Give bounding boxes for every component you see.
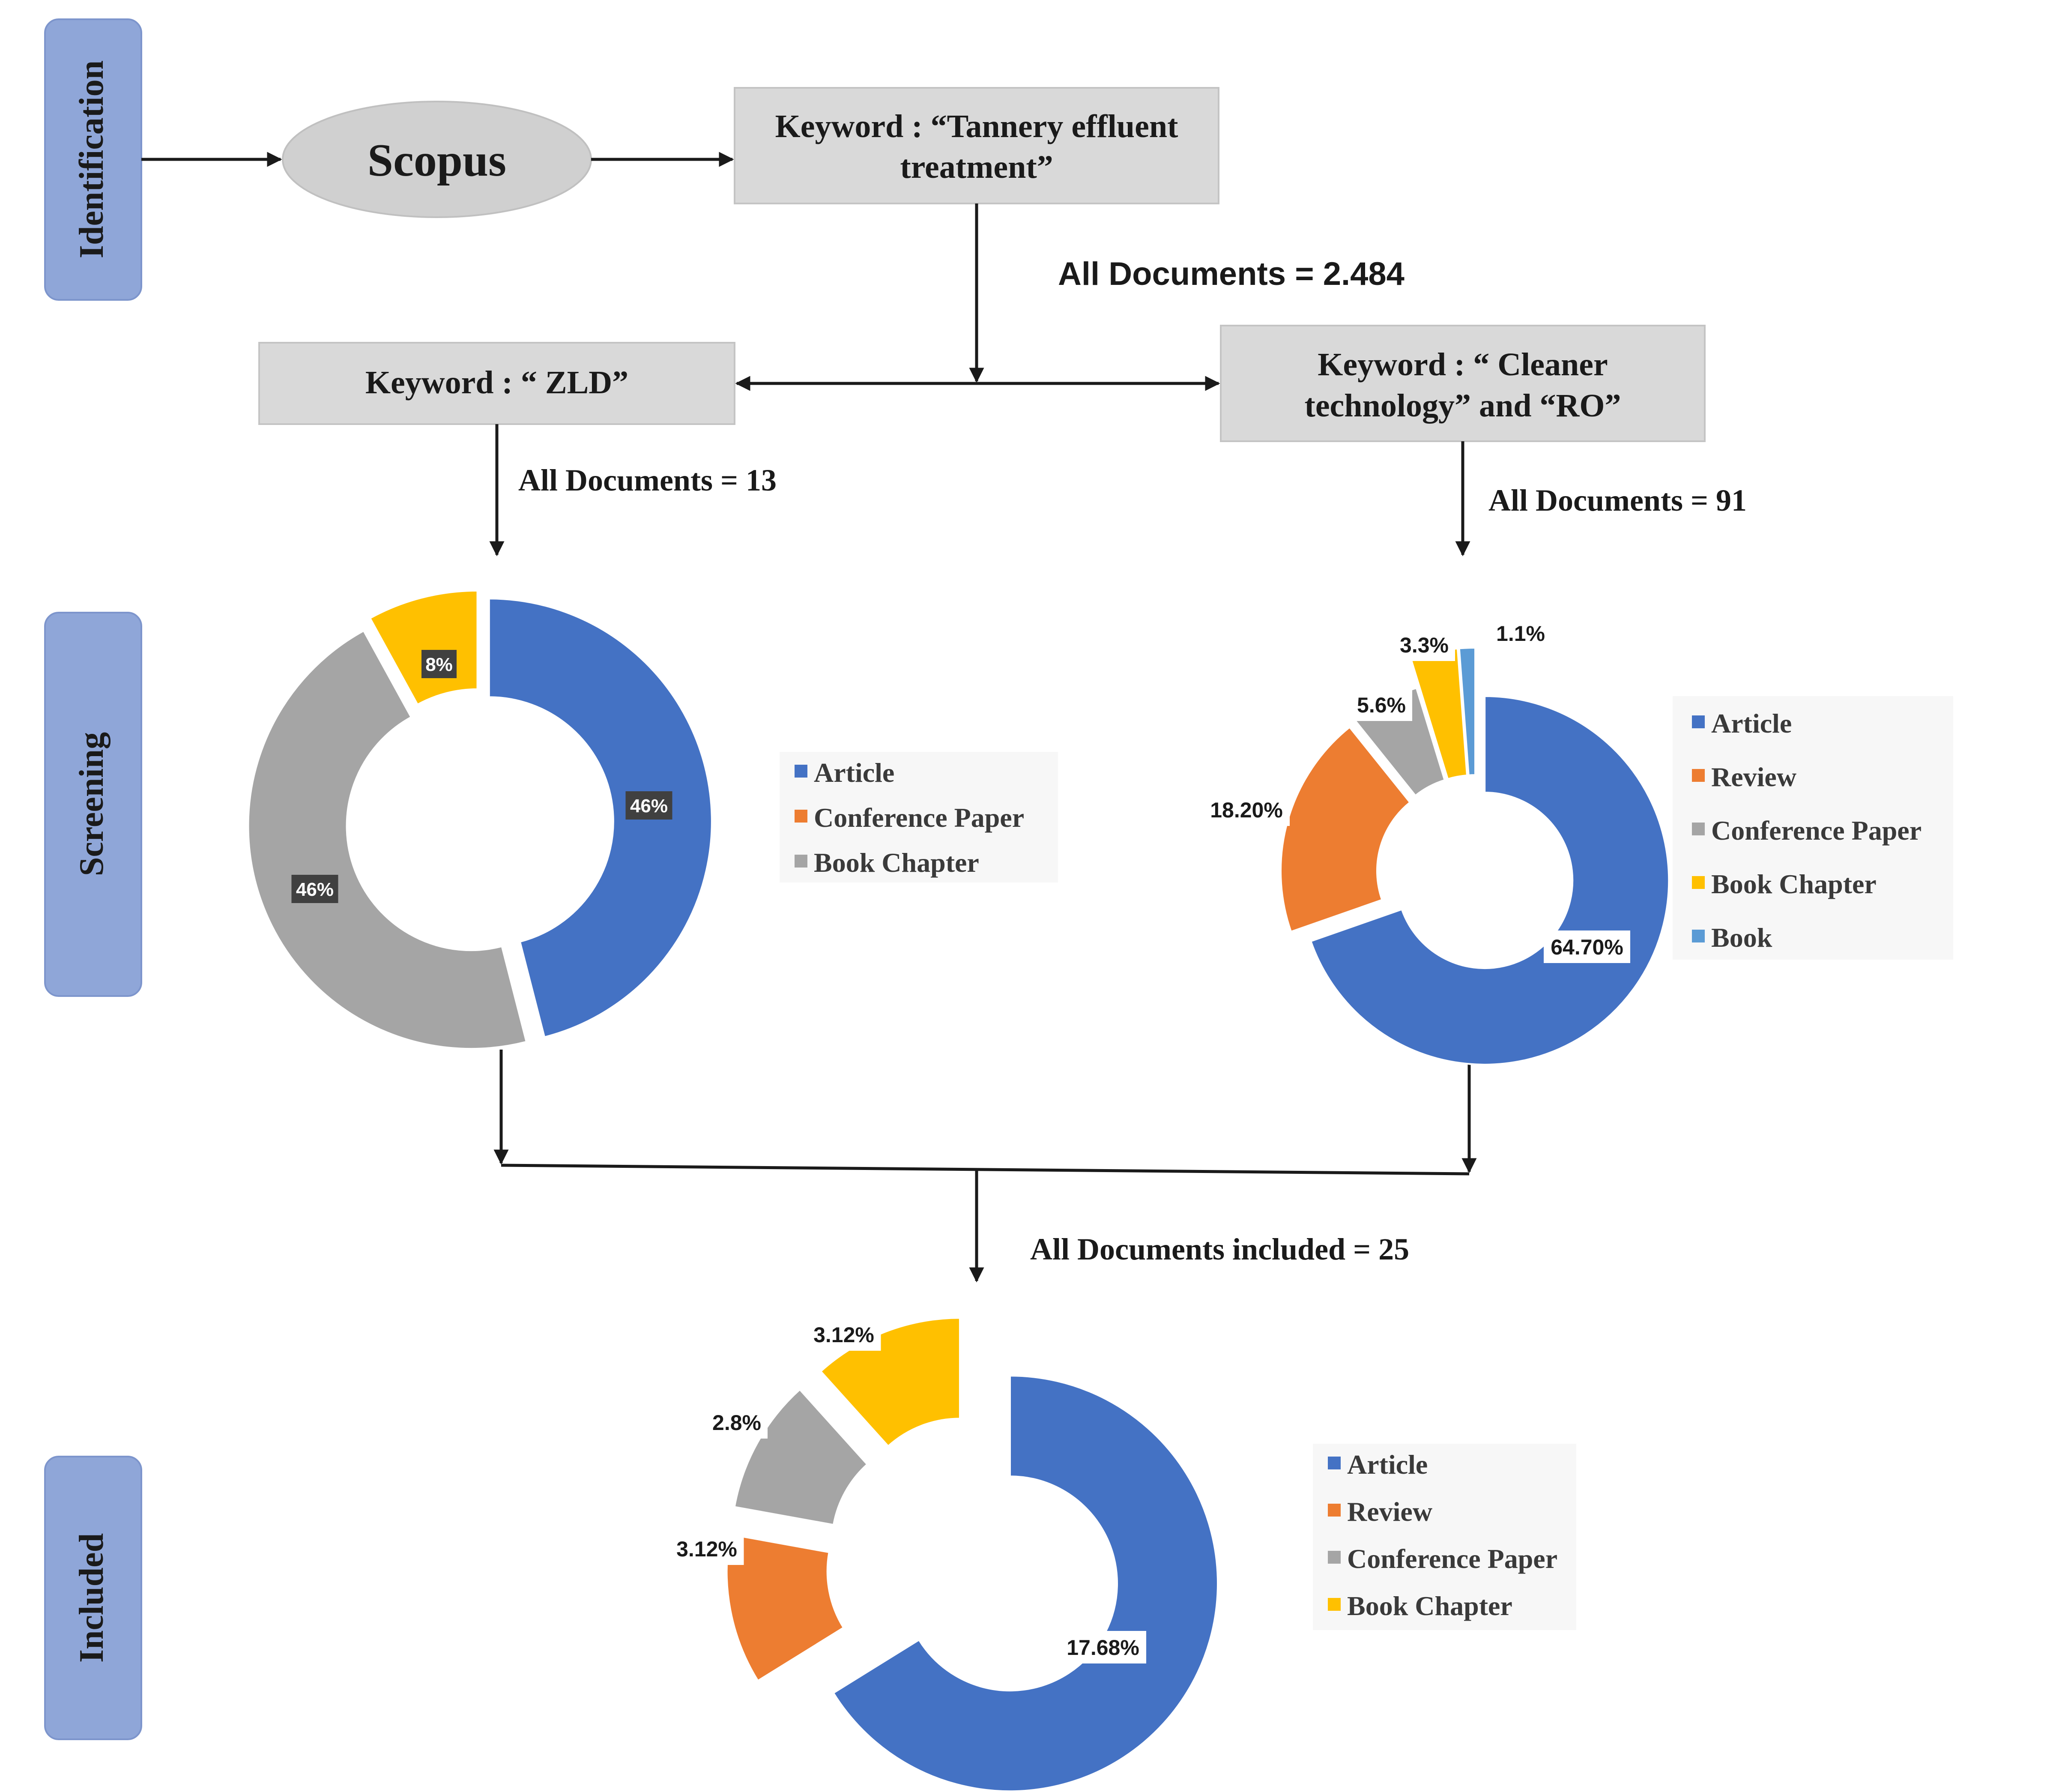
- slice-article: [832, 1375, 1219, 1792]
- data-label-conference-paper: 46%: [296, 879, 334, 900]
- legend-cleaner-swatch-book: [1692, 930, 1705, 942]
- data-label-box-article: [1544, 930, 1630, 963]
- connectors: [141, 152, 1477, 1283]
- legend-included-swatch-book-chapter: [1328, 1598, 1341, 1611]
- keyword-cleaner-line1: Keyword : “ Cleaner: [1318, 347, 1608, 383]
- legend-zld-swatch-conference-paper: [795, 810, 807, 823]
- scopus-node: Scopus: [282, 101, 592, 218]
- keyword-box-zld: Keyword : “ ZLD”: [258, 342, 735, 425]
- data-label-box-review: [669, 1532, 744, 1565]
- keyword-box-cleaner: Keyword : “ Cleaner technology” and “RO”: [1220, 325, 1706, 442]
- data-label-book-chapter: 3.3%: [1400, 633, 1449, 657]
- keyword-zld-label: Keyword : “ ZLD”: [365, 365, 628, 401]
- stage-identification: Identification: [44, 18, 142, 301]
- data-label-box-article: [1060, 1631, 1146, 1663]
- legend-cleaner-swatch-article: [1692, 715, 1705, 728]
- data-label-box-conference-paper: [1351, 688, 1412, 721]
- slice-conference-paper: [733, 1388, 869, 1526]
- legend-cleaner-swatch-book-chapter: [1692, 876, 1705, 889]
- legend-zld-conference-paper: Conference Paper: [814, 802, 1024, 833]
- legend-included-swatch-conference-paper: [1328, 1551, 1341, 1564]
- data-label-box-book-chapter: [1393, 628, 1455, 661]
- data-label-book: 1.1%: [1496, 622, 1545, 646]
- stage-screening-label: Screening: [73, 732, 111, 876]
- legend-included-background: [1313, 1444, 1576, 1630]
- legend-zld-swatch-book-chapter: [795, 855, 807, 868]
- legend-included-swatch-article: [1328, 1457, 1341, 1469]
- data-label-box-conference-paper: [291, 875, 338, 903]
- donut-chart-included: 17.68% 3.12% 2.8% 3.12%: [669, 1317, 1219, 1792]
- legend-included-swatch-review: [1328, 1504, 1341, 1517]
- data-label-conference-paper: 2.8%: [712, 1411, 761, 1435]
- data-label-box-conference-paper: [706, 1406, 768, 1439]
- legend-included-review: Review: [1347, 1496, 1432, 1527]
- legend-zld-swatch-article: [795, 765, 807, 778]
- donut-chart-zld: 46% 46% 8%: [247, 589, 713, 1050]
- data-label-box-review: [1203, 793, 1290, 826]
- slice-book: [1458, 647, 1476, 776]
- slice-review: [726, 1533, 845, 1682]
- legend-included-conference-paper: Conference Paper: [1347, 1544, 1557, 1574]
- legend-cleaner: Article Review Conference Paper Book Cha…: [1673, 696, 1953, 960]
- legend-cleaner-swatch-review: [1692, 769, 1705, 782]
- keyword-main-line1: Keyword : “Tannery effluent: [775, 108, 1178, 144]
- legend-cleaner-book: Book: [1711, 922, 1772, 953]
- legend-zld-book-chapter: Book Chapter: [814, 847, 979, 878]
- data-label-article: 64.70%: [1551, 935, 1623, 959]
- count-cleaner-documents: All Documents = 91: [1488, 483, 1747, 518]
- merge-line: [501, 1164, 1470, 1176]
- legend-cleaner-conference-paper: Conference Paper: [1711, 815, 1922, 846]
- data-label-book-chapter: 8%: [425, 654, 453, 675]
- data-label-conference-paper: 5.6%: [1357, 693, 1406, 717]
- count-all-documents: All Documents = 2.484: [1058, 256, 1405, 292]
- legend-included-article: Article: [1347, 1449, 1428, 1480]
- stage-identification-label: Identification: [73, 60, 111, 258]
- count-zld-documents: All Documents = 13: [518, 463, 777, 497]
- legend-included: Article Review Conference Paper Book Cha…: [1313, 1444, 1576, 1630]
- legend-included-book-chapter: Book Chapter: [1347, 1591, 1512, 1621]
- data-label-box-article: [625, 791, 672, 820]
- slice-article: [1309, 695, 1670, 1066]
- data-label-box-book-chapter: [807, 1318, 881, 1351]
- data-label-review: 18.20%: [1210, 798, 1283, 822]
- legend-cleaner-review: Review: [1711, 762, 1796, 792]
- legend-zld-background: [780, 752, 1058, 883]
- keyword-cleaner-line2: technology” and “RO”: [1305, 388, 1621, 424]
- legend-cleaner-article: Article: [1711, 708, 1792, 739]
- legend-cleaner-book-chapter: Book Chapter: [1711, 869, 1877, 899]
- count-included-documents: All Documents included = 25: [1030, 1232, 1409, 1266]
- data-label-article: 46%: [630, 796, 668, 817]
- keyword-main-line2: treatment”: [900, 149, 1053, 185]
- data-label-box-book: [1490, 617, 1551, 649]
- keyword-box-main: Keyword : “Tannery effluent treatment”: [734, 87, 1219, 204]
- data-label-book-chapter: 3.12%: [813, 1323, 874, 1347]
- data-label-article: 17.68%: [1067, 1636, 1139, 1660]
- legend-cleaner-background: [1673, 696, 1953, 960]
- legend-zld: Article Conference Paper Book Chapter: [780, 752, 1058, 883]
- stage-included-label: Included: [73, 1533, 111, 1663]
- data-label-review: 3.12%: [676, 1537, 737, 1561]
- slice-review: [1280, 726, 1411, 933]
- stage-screening: Screening: [44, 612, 142, 997]
- stage-included: Included: [44, 1456, 142, 1740]
- slice-conference-paper: [247, 629, 528, 1050]
- legend-zld-article: Article: [814, 757, 894, 788]
- donut-chart-cleaner: 64.70% 18.20% 5.6% 3.3% 1.1%: [1203, 617, 1670, 1066]
- legend-cleaner-swatch-conference-paper: [1692, 823, 1705, 835]
- scopus-label: Scopus: [368, 135, 506, 186]
- data-label-box-book-chapter: [421, 650, 457, 678]
- slice-article: [488, 598, 713, 1038]
